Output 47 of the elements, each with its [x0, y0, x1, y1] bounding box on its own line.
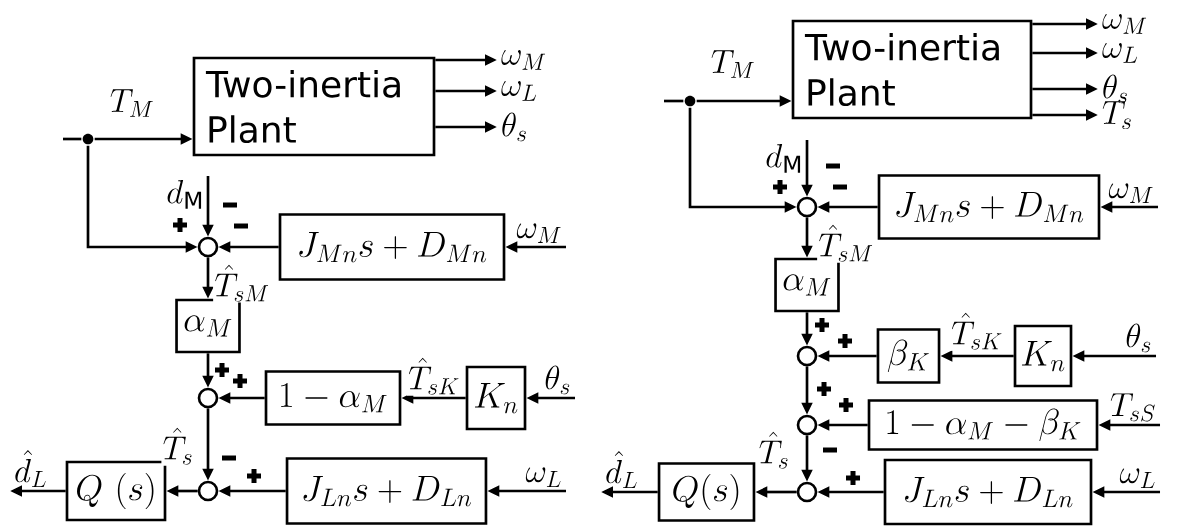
edge-label: $T_M$ [709, 48, 757, 80]
signal-label: $\omega_L$ [1119, 468, 1155, 488]
summing-junction [197, 236, 219, 258]
summing-junction [796, 414, 818, 436]
process-box: $\alpha_M$ [774, 257, 840, 313]
plant-box: Two-inertia Plant [192, 56, 436, 157]
branch-point [82, 133, 94, 145]
signal-label: $\theta_s$ [1126, 323, 1151, 353]
summing-junction [796, 345, 818, 367]
signal-label: $\omega_M$ [516, 223, 561, 243]
signal-label: $\omega_L$ [501, 80, 537, 101]
signal-label: $\theta_s$ [545, 365, 570, 395]
summing-junction [197, 387, 219, 409]
edge-label: $T_M$ [108, 87, 156, 119]
summing-junction [796, 196, 818, 218]
process-box: $\beta_K$ [876, 328, 941, 384]
edge-label: $\hat{T}_s$ [161, 426, 195, 466]
edge-label: $\hat{T}_{sK}$ [949, 311, 1005, 351]
process-box: $K_n$ [465, 365, 527, 431]
signal-label: $\omega_M$ [1102, 13, 1147, 34]
signal-label: $\hat{d}_L$ [606, 451, 637, 488]
process-box: $K_n$ [1013, 324, 1073, 388]
process-box: $Q(s)$ [657, 462, 756, 522]
process-box: $Q\ (s)$ [65, 460, 167, 522]
summing-junction [796, 481, 818, 503]
signal-label: $\omega_L$ [1102, 42, 1138, 63]
signal-label: $T_{sS}$ [1110, 393, 1155, 422]
process-box: $1-\alpha_M$ [264, 370, 402, 426]
signal-label: $\omega_M$ [1108, 183, 1153, 203]
signal-label: $\hat{d}_L$ [15, 450, 46, 487]
summing-junction [197, 480, 219, 502]
process-box: $J_{Ln}s+D_{Ln}$ [285, 457, 488, 525]
edge-label: $\hat{T}_{sK}$ [406, 356, 462, 396]
branch-point [684, 95, 696, 107]
plant-box: Two-inertia Plant [791, 19, 1033, 120]
signal-label: $\theta_s$ [502, 112, 526, 142]
process-box: $J_{Mn}s+D_{Mn}$ [278, 213, 506, 281]
process-box: $J_{Mn}s+D_{Mn}$ [877, 174, 1101, 240]
edge-label: $\hat{T}_{sM}$ [213, 263, 271, 303]
signal-label: $\omega_L$ [525, 467, 561, 487]
edge-label: $\hat{T}_{sM}$ [817, 223, 875, 263]
edge-label: $\hat{T}_s$ [757, 430, 791, 470]
signal-label: $d_{\mathrm{M}}$ [766, 144, 801, 173]
signal-label: $d_{\mathrm{M}}$ [167, 180, 202, 209]
process-box: $J_{Ln}s+D_{Ln}$ [883, 458, 1093, 526]
process-box: $1-\alpha_M-\beta_K$ [867, 399, 1099, 451]
signal-label: $\omega_M$ [501, 49, 546, 70]
